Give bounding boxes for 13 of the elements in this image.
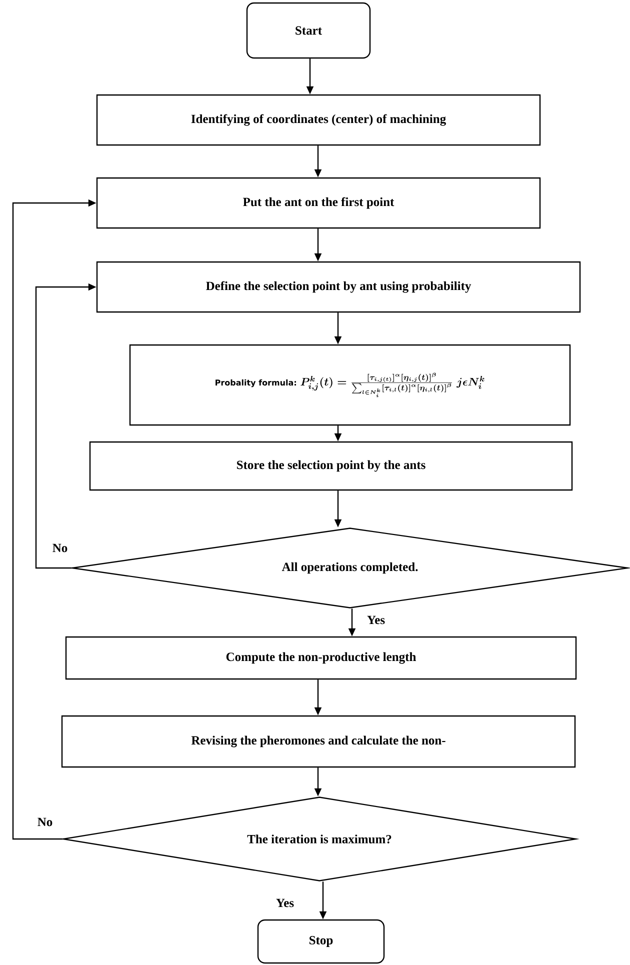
terminal-box: Stop bbox=[257, 919, 385, 964]
process-box: Revising the pheromones and calculate the non- bbox=[61, 715, 576, 768]
edge-label: No bbox=[51, 542, 69, 554]
process-box: Put the ant on the first point bbox=[96, 177, 541, 229]
terminal-box: Start bbox=[246, 2, 371, 59]
edge-label: Yes bbox=[366, 614, 386, 626]
process-box: Identifying of coordinates (center) of machining bbox=[96, 94, 541, 146]
edge-label: No bbox=[36, 816, 54, 828]
process-box: Define the selection point by ant using probability bbox=[96, 261, 581, 313]
process-box: Compute the non-productive length bbox=[65, 636, 577, 680]
edge-label: Yes bbox=[274, 898, 296, 908]
process-box: Store the selection point by the ants bbox=[89, 441, 573, 491]
formula-box: Probality formula: $P^{k}_{i,j}(t)=\frac{\left[\tau_{i,j(t)}\right]^{\alpha}\left[\eta_{i,j}(t)\right]^{\beta}}{\sum_{l\in N_i^k}\left[\tau_{i,l}(t)\right]^{\alpha}\left[\eta_{i,l}(t)\right]^{\beta}}\; j\epsilon N^{k}_{i}$ bbox=[129, 344, 571, 426]
